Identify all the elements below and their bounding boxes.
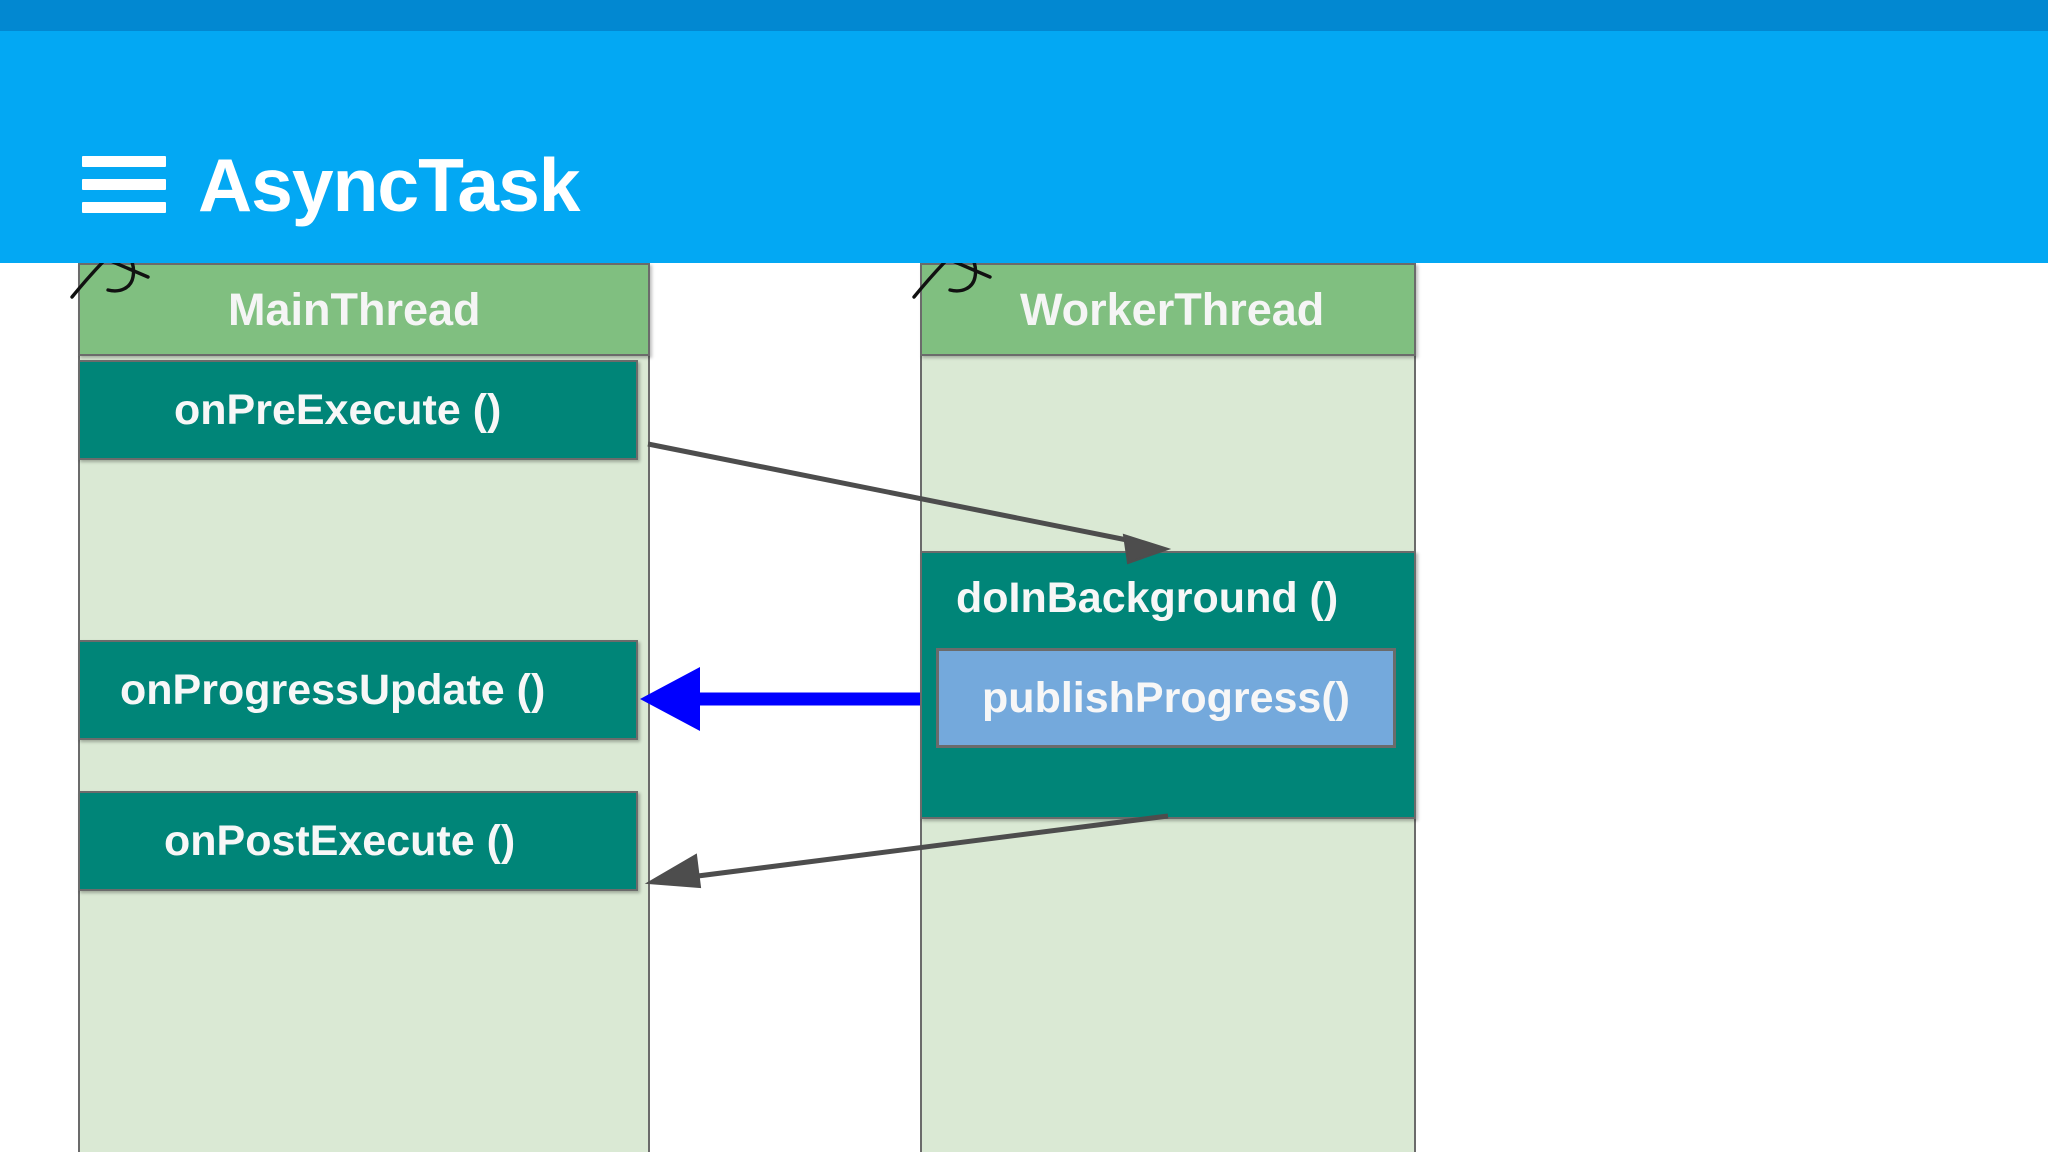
hamburger-menu-bar-1 [82,156,166,167]
activation-on-pre-execute[interactable]: onPreExecute () [78,360,638,460]
activation-on-post-execute[interactable]: onPostExecute () [78,791,638,891]
activation-do-in-background-label: doInBackground () [956,574,1339,622]
inner-call-publish-progress-label: publishProgress() [982,674,1350,722]
lifeline-worker-thread-header: WorkerThread [920,263,1416,356]
inner-call-publish-progress[interactable]: publishProgress() [936,648,1396,748]
sequence-diagram-canvas: MainThread onPreExecute () onProgressUpd… [0,263,2048,1152]
lifeline-worker-thread-title: WorkerThread [1020,283,1325,335]
lifeline-main-thread-body [78,356,650,1152]
activation-on-progress-update[interactable]: onProgressUpdate () [78,640,638,740]
message-arrow-publish-progress [640,667,920,731]
hamburger-menu-icon[interactable] [82,156,166,214]
hamburger-menu-bar-3 [82,202,166,213]
activation-on-progress-update-label: onProgressUpdate () [120,666,546,714]
activation-on-pre-execute-label: onPreExecute () [174,386,502,434]
lifeline-main-thread[interactable]: MainThread onPreExecute () onProgressUpd… [78,263,650,1152]
hamburger-menu-bar-2 [82,179,166,190]
lifeline-main-thread-header: MainThread [78,263,650,356]
lifeline-worker-thread[interactable]: WorkerThread doInBackground () publishPr… [920,263,1416,1152]
activation-on-post-execute-label: onPostExecute () [164,817,516,865]
lifeline-main-thread-title: MainThread [228,283,481,335]
app-title: AsyncTask [198,143,580,227]
status-bar [0,0,2048,31]
app-bar: AsyncTask [0,31,2048,263]
